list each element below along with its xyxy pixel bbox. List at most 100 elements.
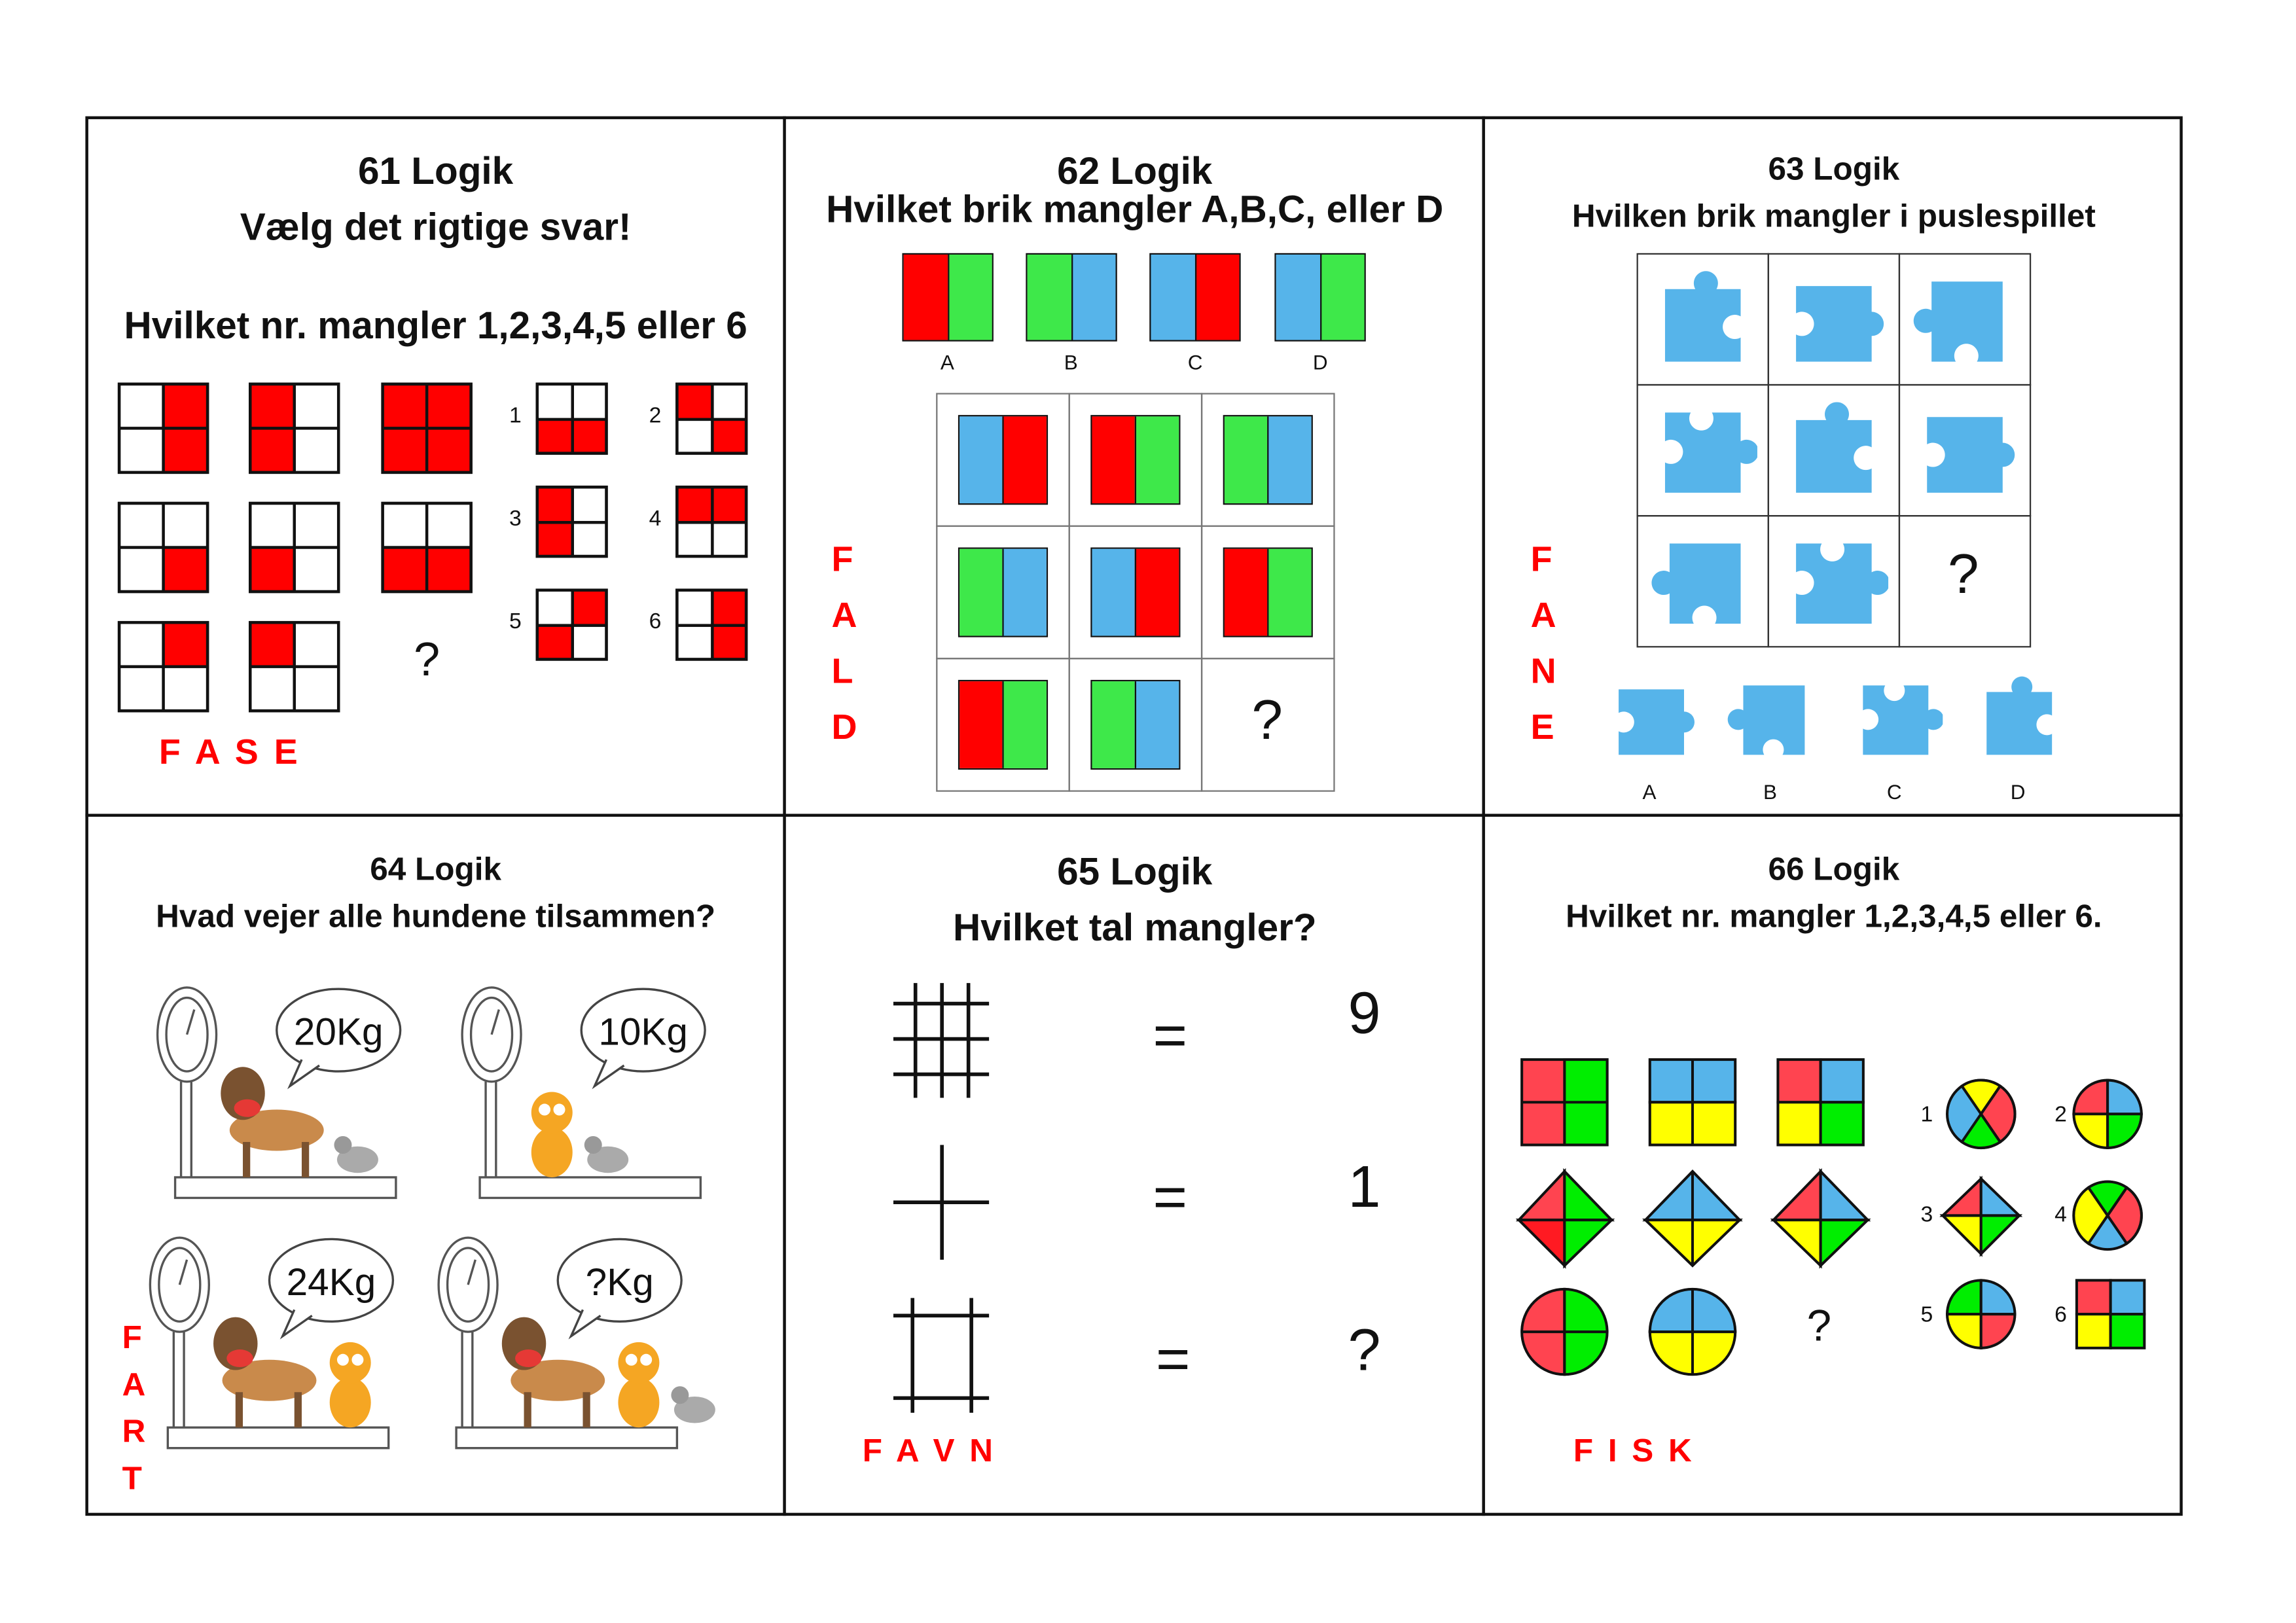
red-cell xyxy=(251,624,293,666)
red-half xyxy=(1194,255,1240,340)
puzzle-title: 64 Logik xyxy=(370,850,501,887)
red-cell xyxy=(384,548,425,590)
scale-illustration xyxy=(149,1236,395,1450)
square-blue-yellow xyxy=(1648,1058,1737,1147)
grid-tile xyxy=(1090,679,1181,770)
option-tile xyxy=(675,486,748,558)
red-half xyxy=(1134,548,1179,636)
green-half xyxy=(1092,681,1135,768)
blue-half xyxy=(1151,255,1194,340)
blue-half xyxy=(1070,255,1116,340)
option-label: C xyxy=(1886,779,1902,804)
dog-icon xyxy=(213,1317,317,1428)
equals-sign: = xyxy=(1153,1165,1187,1230)
weight-label: 20Kg xyxy=(293,1009,384,1054)
answer-letter: A xyxy=(1530,596,1556,636)
answer-letter: L xyxy=(831,652,853,692)
box-figure xyxy=(893,1298,990,1413)
option-3-diamond xyxy=(1939,1175,2023,1257)
white-cell xyxy=(573,488,605,520)
blue-half xyxy=(1092,548,1135,636)
white-cell xyxy=(678,591,710,624)
weight-label: 24Kg xyxy=(286,1259,376,1304)
red-cell xyxy=(539,626,571,658)
white-cell xyxy=(295,385,337,427)
puzzle-question: Hvad vejer alle hundene tilsammen? xyxy=(156,897,716,935)
red-half xyxy=(960,681,1003,768)
grid-cell xyxy=(1200,658,1335,792)
red-cell xyxy=(164,385,206,427)
answer-word: F A S E xyxy=(158,732,301,773)
option-label: A xyxy=(1642,779,1657,804)
result-value: 9 xyxy=(1348,981,1381,1046)
white-cell xyxy=(295,429,337,471)
white-cell xyxy=(164,668,206,709)
cat-icon xyxy=(531,1092,573,1177)
white-cell xyxy=(573,385,605,418)
answer-letter: E xyxy=(1530,707,1554,748)
option-tile xyxy=(535,382,608,455)
red-cell xyxy=(678,488,710,520)
option-piece xyxy=(1986,676,2053,755)
red-cell xyxy=(251,548,293,590)
green-half xyxy=(947,255,992,340)
option-piece xyxy=(1727,685,1805,755)
circle-blue-yellow xyxy=(1648,1287,1737,1376)
green-half xyxy=(1319,255,1365,340)
red-cell xyxy=(539,488,571,520)
option-label: 2 xyxy=(2054,1102,2067,1128)
option-label: 4 xyxy=(2054,1202,2067,1228)
puzzle-piece xyxy=(1664,412,1757,493)
puzzle-title: 65 Logik xyxy=(1057,849,1213,893)
missing-mark: ? xyxy=(1806,1302,1832,1351)
red-cell xyxy=(678,385,710,418)
option-label: B xyxy=(1064,350,1078,374)
white-cell xyxy=(120,429,162,471)
blue-half xyxy=(1002,548,1047,636)
grid-tile xyxy=(1223,547,1313,637)
red-cell xyxy=(384,385,425,427)
weight-label: ?Kg xyxy=(585,1259,654,1304)
puzzle-instruction: Vælg det rigtige svar! xyxy=(240,204,632,249)
red-cell xyxy=(428,429,470,471)
red-cell xyxy=(713,626,745,658)
green-half xyxy=(1267,548,1312,636)
scale-illustration xyxy=(437,1236,715,1450)
white-cell xyxy=(384,505,425,546)
green-half xyxy=(1002,681,1047,768)
white-cell xyxy=(678,626,710,658)
option-piece xyxy=(1619,689,1695,755)
white-cell xyxy=(295,624,337,666)
puzzle-title: 63 Logik xyxy=(1768,150,1900,187)
puzzle-piece xyxy=(1927,417,2015,493)
white-cell xyxy=(295,668,337,709)
white-cell xyxy=(251,505,293,546)
green-half xyxy=(1027,255,1071,340)
option-label: 3 xyxy=(1920,1202,1933,1228)
red-cell xyxy=(164,548,206,590)
puzzle-question: Hvilket nr. mangler 1,2,3,4,5 eller 6. xyxy=(1566,897,2102,935)
answer-letter: N xyxy=(1530,652,1556,692)
option-label: D xyxy=(2010,779,2026,804)
option-tile xyxy=(1149,253,1241,342)
white-cell xyxy=(251,668,293,709)
red-cell xyxy=(384,429,425,471)
blue-half xyxy=(1267,416,1312,504)
white-cell xyxy=(539,591,571,624)
option-tile xyxy=(535,486,608,558)
pattern-tile xyxy=(117,382,209,474)
red-cell xyxy=(428,385,470,427)
green-half xyxy=(1224,416,1268,504)
puzzle-title: 62 Logik xyxy=(1057,149,1213,193)
puzzle-question: Hvilket tal mangler? xyxy=(952,904,1317,950)
missing-mark: ? xyxy=(1947,544,1979,607)
mouse-icon xyxy=(334,1135,378,1173)
answer-letter: R xyxy=(122,1412,146,1450)
white-cell xyxy=(573,523,605,555)
puzzle-piece xyxy=(1913,281,2003,362)
option-label: C xyxy=(1187,350,1203,374)
answer-letter: D xyxy=(831,707,857,748)
square-mixed xyxy=(1776,1058,1865,1147)
cross-figure xyxy=(893,1145,990,1260)
